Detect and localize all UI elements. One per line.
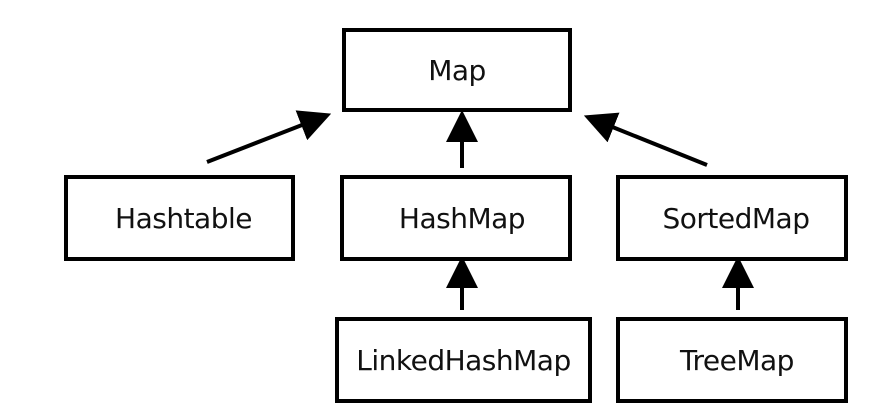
node-map: Map (342, 28, 572, 112)
node-map-label: Map (428, 53, 486, 87)
node-linkedhashmap-label: LinkedHashMap (356, 343, 571, 377)
node-treemap: TreeMap (616, 317, 848, 403)
node-sortedmap: SortedMap (616, 175, 848, 261)
node-treemap-label: TreeMap (680, 343, 794, 377)
edge-sortedmap-to-map (583, 112, 708, 167)
node-hashtable: Hashtable (64, 175, 295, 261)
node-linkedhashmap: LinkedHashMap (335, 317, 592, 403)
node-hashmap: HashMap (340, 175, 572, 261)
node-sortedmap-label: SortedMap (662, 201, 810, 235)
node-hashtable-label: Hashtable (115, 201, 252, 235)
edge-hashtable-to-map (206, 110, 332, 164)
node-hashmap-label: HashMap (398, 201, 526, 235)
